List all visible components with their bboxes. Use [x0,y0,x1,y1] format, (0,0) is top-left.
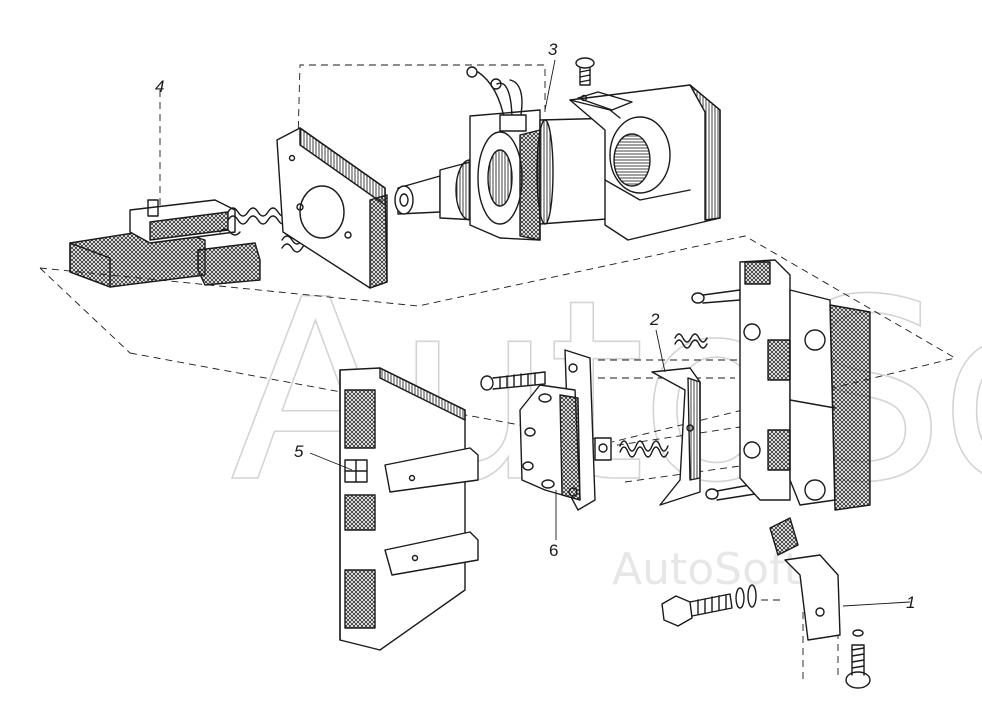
part-contact-holder [519,349,612,511]
callout-1: 1 [906,593,915,612]
screw-middle [480,371,546,391]
callout-2: 2 [649,310,660,329]
part-wires-and-terminals [466,66,527,132]
part-solenoid-front-plate [276,127,388,289]
part-spring-bracket [651,367,701,506]
callout-5: 5 [294,442,304,461]
watermark-small: AutoSoft [612,544,801,595]
callout-6: 6 [549,541,558,560]
callout-4: 4 [155,77,164,96]
part-front-cover [339,367,479,651]
part-solenoid [469,84,721,241]
callout-3: 3 [548,40,558,59]
screw-top [575,57,633,111]
screw-bottom [845,629,871,689]
springs-right [619,333,708,458]
bolt-lower [661,584,757,627]
part-contact-bridge [69,199,261,288]
part-base-block [739,259,871,511]
springs-left [219,207,323,253]
callout-labels: 1 2 3 4 5 6 [155,40,915,612]
leader-lines [309,59,911,607]
part-terminal [769,517,841,641]
